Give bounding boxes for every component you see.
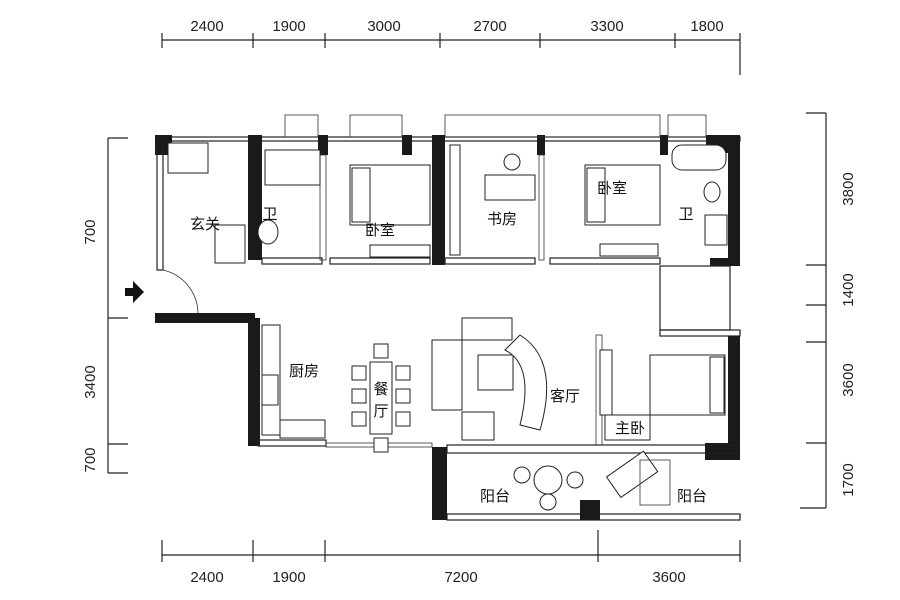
curved-sofa (504, 334, 548, 431)
room-living: 客厅 (550, 387, 580, 405)
wardrobe-2 (599, 243, 659, 257)
dim-bottom-1: 2400 (190, 569, 223, 586)
dim-bottom-2: 1900 (272, 569, 305, 586)
dimension-line-right: 3800 1400 3600 1700 (800, 112, 857, 509)
dimension-line-top: 2400 1900 3000 2700 3300 1800 (161, 18, 741, 75)
dim-top-5: 3300 (590, 18, 623, 35)
armchair (461, 411, 495, 441)
room-labels: 玄关 卫 卧室 书房 卧室 卫 厨房 餐 厅 客厅 主卧 阳台 阳台 (190, 179, 707, 505)
bathtub (671, 144, 727, 171)
sink-2 (704, 214, 728, 246)
dim-left-2: 3400 (82, 365, 99, 398)
dim-bottom-4: 3600 (652, 569, 685, 586)
dim-top-6: 1800 (690, 18, 723, 35)
dim-right-2: 1400 (840, 273, 857, 306)
dim-top-2: 1900 (272, 18, 305, 35)
dim-left-3: 700 (82, 447, 99, 472)
entry-door (162, 269, 199, 314)
dim-right-4: 1700 (840, 463, 857, 496)
room-balcony-2: 阳台 (677, 487, 707, 505)
dimension-line-left: 700 3400 700 (82, 137, 128, 474)
room-bath-2: 卫 (678, 205, 693, 223)
entrance-arrow-icon (125, 281, 144, 303)
dim-top-4: 2700 (473, 18, 506, 35)
lounge-chair (605, 450, 659, 499)
kitchen-sink (279, 419, 326, 439)
desk-chair (503, 153, 521, 171)
room-study: 书房 (487, 210, 517, 228)
shoe-cabinet (167, 142, 209, 174)
tv-cabinet (599, 349, 613, 416)
dim-left-1: 700 (82, 219, 99, 244)
bookshelf (449, 144, 461, 256)
dimension-line-bottom: 2400 1900 7200 3600 (161, 530, 741, 586)
master-desk (604, 414, 651, 441)
room-bedroom-1: 卧室 (365, 221, 395, 239)
coffee-table (477, 354, 514, 391)
dim-bottom-3: 7200 (444, 569, 477, 586)
entry-chair (214, 224, 246, 264)
rug (639, 459, 671, 506)
room-entry: 玄关 (190, 215, 220, 233)
room-bedroom-2: 卧室 (597, 179, 627, 197)
dim-top-3: 3000 (367, 18, 400, 35)
room-bath-1: 卫 (262, 205, 277, 223)
room-balcony-1: 阳台 (480, 487, 510, 505)
desk (484, 174, 536, 201)
room-kitchen: 厨房 (289, 362, 319, 380)
sofa-left (431, 339, 463, 411)
room-master-bedroom: 主卧 (615, 419, 645, 437)
balcony-table (533, 465, 563, 495)
toilet-1 (257, 219, 279, 245)
dim-right-1: 3800 (840, 172, 857, 205)
dining-chairs (351, 343, 411, 453)
dim-right-3: 3600 (840, 363, 857, 396)
windows (284, 114, 707, 138)
furniture (167, 142, 728, 511)
stove (261, 374, 279, 406)
room-dining-1: 餐 (373, 380, 388, 398)
toilet-2 (703, 181, 721, 203)
wardrobe-1 (369, 244, 431, 258)
room-dining-2: 厅 (373, 402, 388, 420)
sofa-top (461, 317, 513, 341)
shower (264, 149, 321, 186)
dim-top-1: 2400 (190, 18, 223, 35)
dining-table (369, 361, 393, 435)
